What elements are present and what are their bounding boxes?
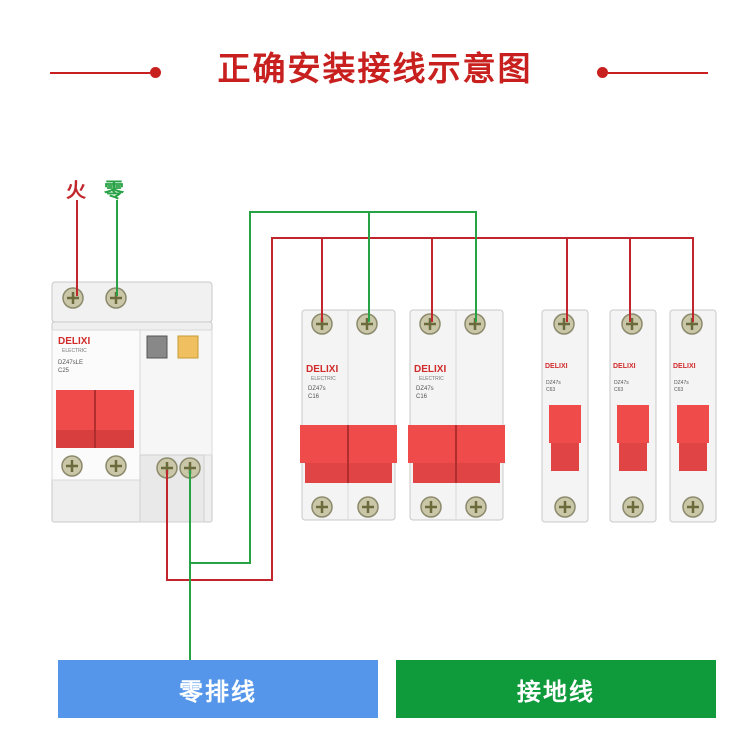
single-breaker-3-rating: C63 (674, 387, 683, 393)
ground-bar: 接地线 (396, 660, 716, 718)
single-breaker-1: DELIXI DZ47s C63 (541, 309, 589, 523)
single-breaker-3: DELIXI DZ47s C63 (669, 309, 717, 523)
single-breaker-2-model: DZ47s (614, 380, 629, 386)
page-title: 正确安装接线示意图 (217, 49, 533, 88)
title-left-line (50, 72, 150, 74)
double-breaker-1-brand: DELIXI (306, 364, 338, 375)
double-breaker-1: DELIXI ELECTRIC DZ47s C16 (300, 309, 397, 521)
double-breaker-2-rating: C16 (416, 394, 428, 400)
single-breaker-3-model: DZ47s (674, 380, 689, 386)
double-breaker-1-rating: C16 (308, 394, 320, 400)
title-right-dot (597, 67, 608, 78)
neutral-bar: 零排线 (58, 660, 378, 718)
single-breaker-2: DELIXI DZ47s C63 (609, 309, 657, 523)
single-breaker-1-brand: DELIXI (545, 363, 568, 370)
double-breaker-2-model: DZ47s (416, 386, 434, 392)
title-right-line (608, 72, 708, 74)
live-distribution-wire (166, 237, 694, 581)
neutral-distribution-wire (189, 211, 477, 564)
main-breaker: DELIXI ELECTRIC DZ47sLE C25 (51, 281, 213, 523)
double-breaker-2-brand: DELIXI (414, 364, 446, 375)
double-breaker-2-brand-sub: ELECTRIC (419, 376, 444, 382)
single-breaker-1-rating: C63 (546, 387, 555, 393)
single-breaker-2-brand: DELIXI (613, 363, 636, 370)
main-breaker-rating: C25 (58, 368, 70, 374)
neutral-label: 零 (104, 178, 124, 202)
main-breaker-brand-sub: ELECTRIC (62, 348, 87, 354)
title-left-dot (150, 67, 161, 78)
double-breaker-1-brand-sub: ELECTRIC (311, 376, 336, 382)
double-breaker-2: DELIXI ELECTRIC DZ47s C16 (408, 309, 505, 521)
main-breaker-model: DZ47sLE (58, 360, 83, 366)
double-breaker-1-model: DZ47s (308, 386, 326, 392)
live-label: 火 (66, 178, 86, 202)
main-breaker-brand: DELIXI (58, 336, 90, 347)
single-breaker-3-brand: DELIXI (673, 363, 696, 370)
single-breaker-2-rating: C63 (614, 387, 623, 393)
single-breaker-1-model: DZ47s (546, 380, 561, 386)
